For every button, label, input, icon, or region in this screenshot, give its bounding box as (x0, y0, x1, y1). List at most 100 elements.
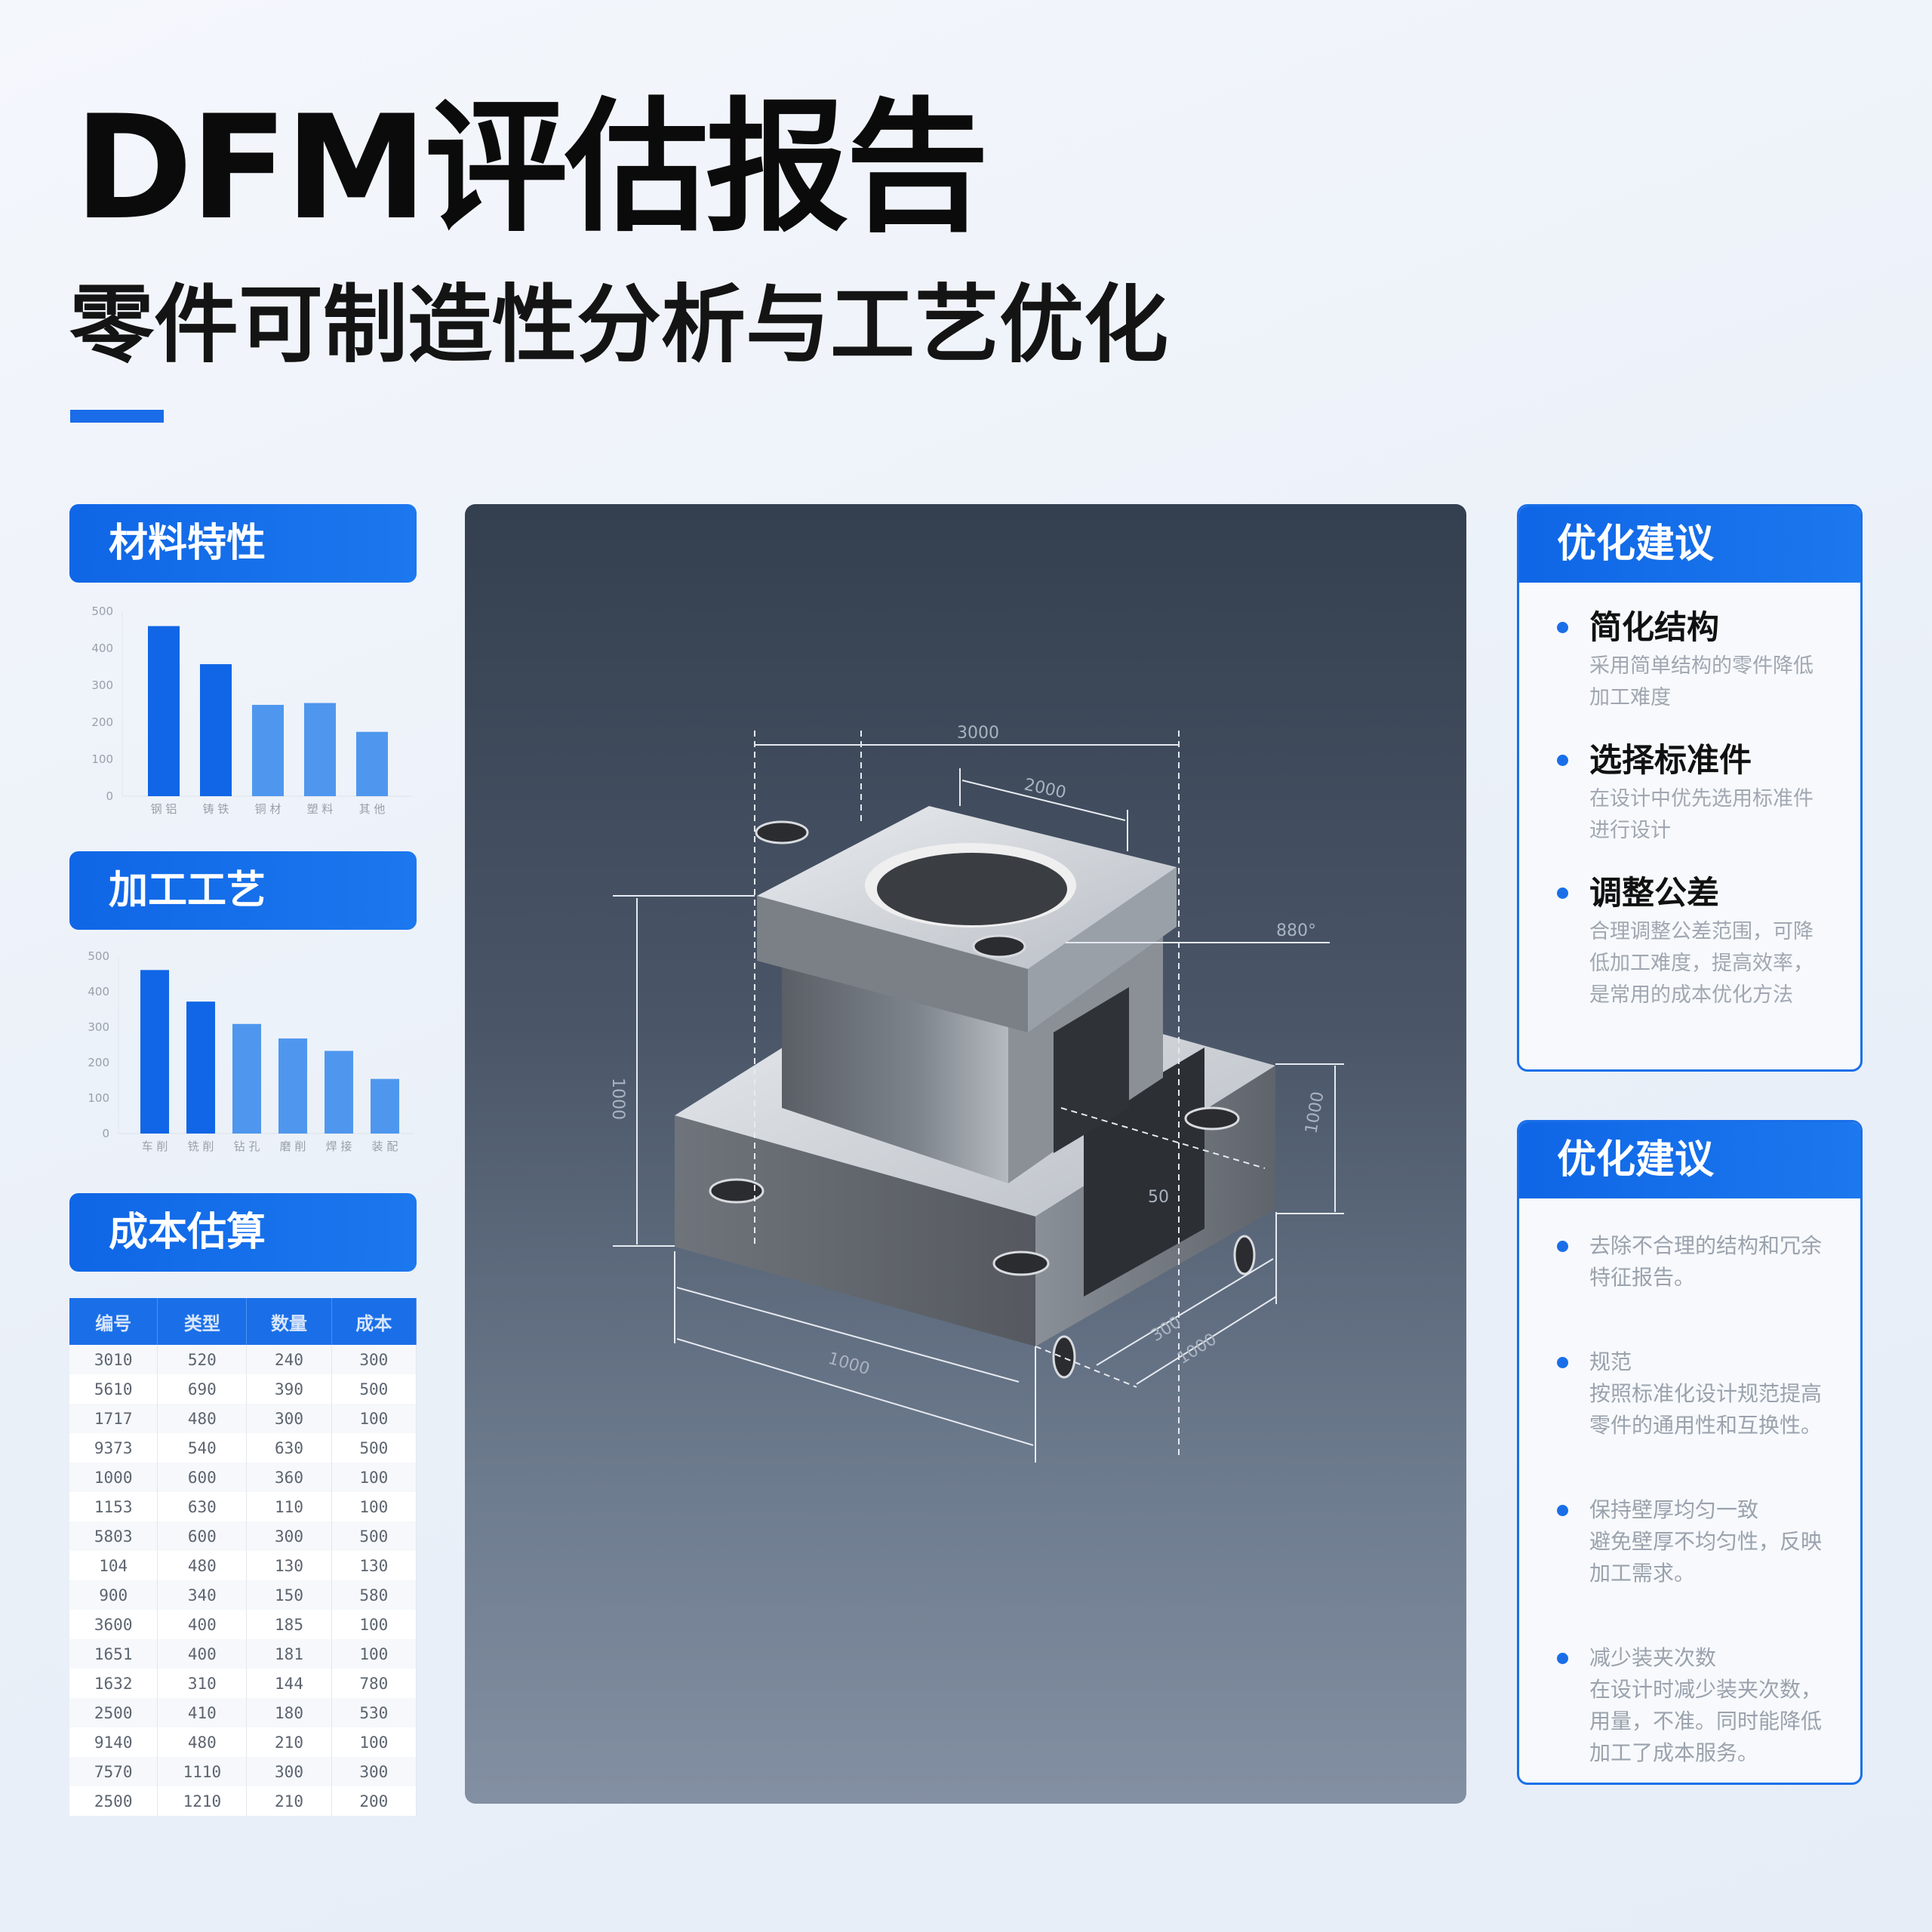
cost-table-header-row: 编号 类型 数量 成本 (69, 1298, 417, 1345)
suggestions-panel-1: 优化建议 简化结构 采用简单结构的零件降低加工难度 选择标准件 在设计中优先选用… (1517, 504, 1863, 1072)
suggestion-heading: 减少装夹次数 (1589, 1645, 1717, 1670)
y-tick-label: 100 (88, 1091, 109, 1105)
dim-label: 1000 (1302, 1091, 1327, 1135)
title-accent-bar (70, 410, 164, 423)
x-tick-label: 磨 削 (280, 1140, 306, 1153)
column-header: 成本 (331, 1298, 417, 1345)
table-cell: 1153 (69, 1492, 158, 1521)
suggestion-heading: 保持壁厚均匀一致 (1589, 1497, 1759, 1522)
x-tick-label: 车 削 (142, 1140, 168, 1153)
table-cell: 360 (246, 1463, 332, 1492)
table-cell: 400 (157, 1639, 248, 1669)
y-tick-label: 400 (91, 641, 113, 655)
table-cell: 540 (157, 1433, 248, 1463)
table-cell: 200 (331, 1786, 417, 1816)
bar (278, 1038, 307, 1134)
table-cell: 480 (157, 1551, 248, 1580)
x-tick-label: 铣 削 (188, 1140, 214, 1153)
suggestions-panel-2: 优化建议 去除不合理的结构和冗余特征报告。 规范 按照标准化设计规范提高零件的通… (1517, 1120, 1863, 1785)
bar (148, 626, 180, 796)
suggestion-item: 规范 按照标准化设计规范提高零件的通用性和互换性。 (1519, 1346, 1860, 1441)
process-bar-chart: 0100200300400500车 削铣 削钻 孔磨 削焊 接装 配 (88, 949, 413, 1153)
table-cell: 1651 (69, 1639, 158, 1669)
table-cell: 500 (331, 1433, 417, 1463)
column-header: 编号 (69, 1298, 158, 1345)
bullet-dot-icon (1557, 1241, 1568, 1252)
table-cell: 100 (331, 1492, 417, 1521)
table-cell: 410 (157, 1698, 248, 1727)
dim-label: 1000 (608, 1078, 627, 1120)
table-cell: 185 (246, 1610, 332, 1639)
dim-label: 3000 (957, 724, 999, 743)
page-subtitle: 零件可制造性分析与工艺优化 (69, 276, 1168, 374)
bullet-dot-icon (1557, 888, 1568, 899)
table-cell: 480 (157, 1727, 248, 1757)
table-cell: 2500 (69, 1786, 158, 1816)
suggestion-heading: 规范 (1589, 1349, 1632, 1374)
table-cell: 1632 (69, 1669, 158, 1698)
suggestion-item: 减少装夹次数 在设计时减少装夹次数，用量，不准。同时能降低加工了成本服务。 (1519, 1642, 1860, 1769)
suggestion-heading: 调整公差 (1589, 875, 1719, 912)
dim-label: 2000 (1023, 775, 1068, 802)
bar (186, 1001, 215, 1134)
table-cell: 1000 (69, 1463, 158, 1492)
table-cell: 110 (246, 1492, 332, 1521)
x-tick-label: 装 配 (372, 1140, 398, 1153)
y-tick-label: 300 (91, 678, 113, 692)
section-header-process: 加工工艺 (69, 851, 417, 930)
table-cell: 600 (157, 1463, 248, 1492)
section-header-materials: 材料特性 (69, 504, 417, 583)
suggestion-text: 去除不合理的结构和冗余特征报告。 (1589, 1233, 1823, 1290)
table-cell: 400 (157, 1610, 248, 1639)
suggestion-item: 调整公差 合理调整公差范围，可降低加工难度，提高效率，是常用的成本优化方法 (1519, 871, 1860, 1011)
table-cell: 104 (69, 1551, 158, 1580)
table-cell: 7570 (69, 1757, 158, 1786)
suggestion-item: 选择标准件 在设计中优先选用标准件进行设计 (1519, 738, 1860, 847)
table-cell: 1110 (157, 1757, 248, 1786)
dim-label: 300 (1148, 1313, 1185, 1346)
dim-label: 1000 (1174, 1330, 1220, 1368)
table-cell: 630 (246, 1433, 332, 1463)
bullet-dot-icon (1557, 622, 1568, 633)
suggestion-item: 去除不合理的结构和冗余特征报告。 (1519, 1230, 1860, 1294)
y-tick-label: 500 (88, 949, 109, 963)
suggestion-text: 在设计时减少装夹次数，用量，不准。同时能降低加工了成本服务。 (1589, 1677, 1823, 1765)
bullet-dot-icon (1557, 755, 1568, 766)
table-cell: 630 (157, 1492, 248, 1521)
table-cell: 144 (246, 1669, 332, 1698)
x-tick-label: 铜 材 (255, 802, 281, 816)
table-cell: 340 (157, 1580, 248, 1610)
column-header: 数量 (246, 1298, 332, 1345)
column-header: 类型 (157, 1298, 248, 1345)
y-tick-label: 200 (88, 1056, 109, 1069)
bar (325, 1051, 353, 1134)
table-cell: 480 (157, 1404, 248, 1433)
table-cell: 780 (331, 1669, 417, 1698)
table-cell: 520 (157, 1345, 248, 1374)
x-tick-label: 焊 接 (326, 1140, 352, 1153)
suggestions-title: 优化建议 (1519, 506, 1860, 583)
dim-label: 1000 (826, 1349, 872, 1379)
y-tick-label: 500 (91, 605, 113, 618)
table-cell: 100 (331, 1610, 417, 1639)
suggestion-text: 采用简单结构的零件降低加工难度 (1589, 654, 1814, 709)
bar (252, 704, 284, 796)
table-cell: 5610 (69, 1374, 158, 1404)
y-tick-label: 200 (91, 715, 113, 729)
table-cell: 300 (331, 1345, 417, 1374)
suggestion-text: 避免壁厚不均匀性，反映加工需求。 (1589, 1529, 1823, 1586)
table-cell: 530 (331, 1698, 417, 1727)
bullet-dot-icon (1557, 1653, 1568, 1664)
y-tick-label: 300 (88, 1020, 109, 1034)
bar (200, 664, 232, 796)
bar (304, 703, 336, 796)
